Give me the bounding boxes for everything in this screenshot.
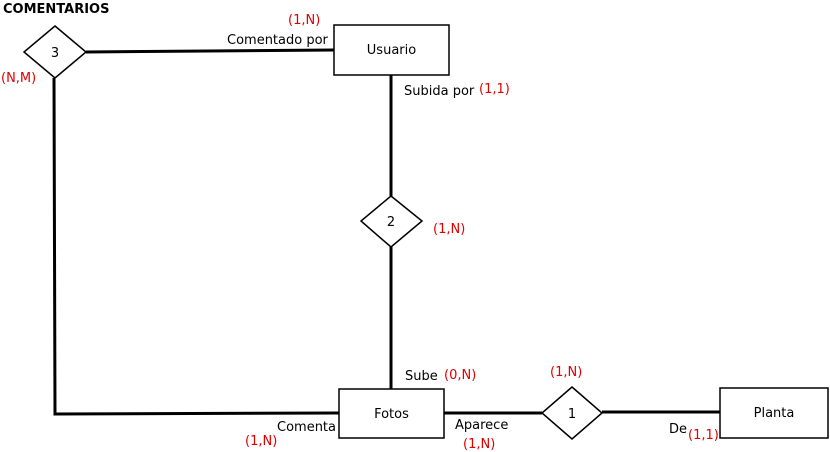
diagram-title: COMENTARIOS <box>3 2 109 17</box>
entity-usuario[interactable]: Usuario <box>333 24 450 76</box>
role-comenta: Comenta <box>277 420 336 435</box>
role-subida-por: Subida por <box>404 84 475 99</box>
role-aparece: Aparece <box>455 418 508 433</box>
cardinality-r1-top: (1,N) <box>550 365 582 380</box>
relationship-2-label: 2 <box>387 215 395 230</box>
relationship-1-label: 1 <box>568 407 576 422</box>
role-de: De <box>669 422 687 437</box>
cardinality-r2-usuario: (1,1) <box>479 82 510 97</box>
cardinality-r3-left: (N,M) <box>1 71 36 86</box>
cardinality-r1-planta: (1,1) <box>688 428 719 443</box>
cardinality-r3-fotos: (1,N) <box>245 434 277 449</box>
entity-usuario-label: Usuario <box>367 43 416 58</box>
cardinality-r1-fotos: (1,N) <box>463 437 495 452</box>
connector-lines <box>52 48 720 416</box>
role-comentado-por: Comentado por <box>227 33 329 48</box>
cardinality-r2-mid: (1,N) <box>433 222 465 237</box>
cardinality-r3-usuario: (1,N) <box>288 13 320 28</box>
entity-fotos-label: Fotos <box>374 407 409 422</box>
entity-planta-label: Planta <box>754 406 795 421</box>
relationship-3[interactable]: 3 <box>22 25 88 79</box>
line-r3-fotos <box>52 77 340 416</box>
relationship-3-label: 3 <box>51 46 59 61</box>
line-r3-usuario <box>85 48 335 54</box>
entity-planta[interactable]: Planta <box>719 387 829 439</box>
role-sube: Sube <box>405 369 438 384</box>
entity-fotos[interactable]: Fotos <box>338 388 445 439</box>
relationship-1[interactable]: 1 <box>540 386 604 440</box>
relationship-2[interactable]: 2 <box>359 195 424 248</box>
cardinality-r2-fotos: (0,N) <box>444 368 476 383</box>
